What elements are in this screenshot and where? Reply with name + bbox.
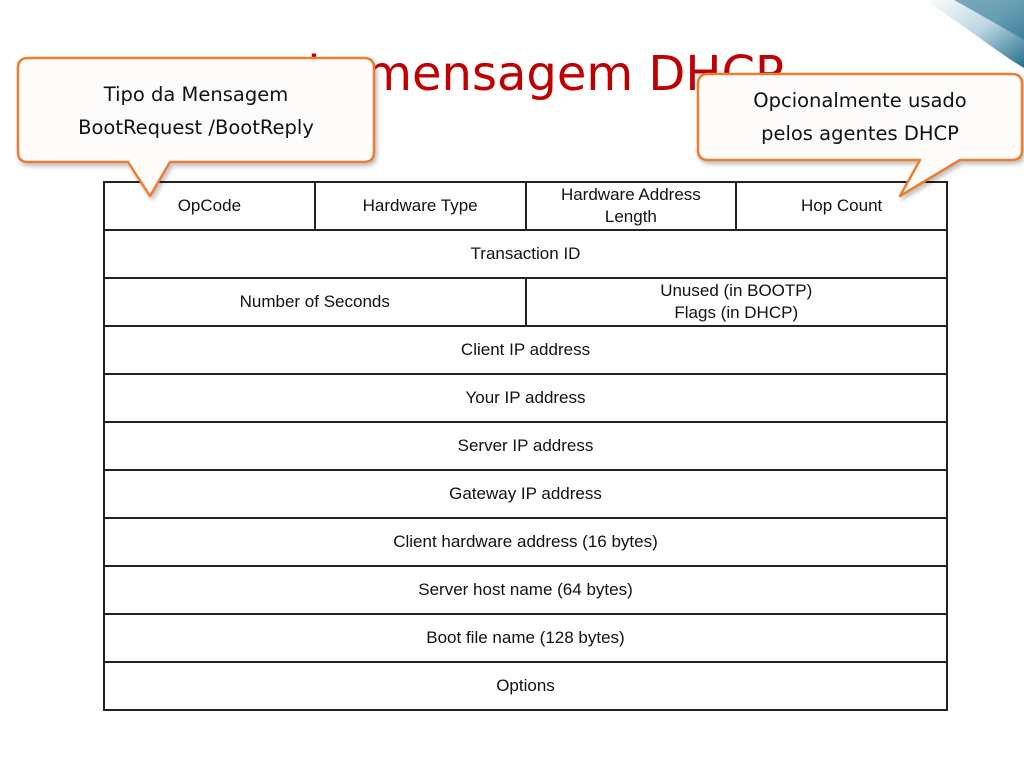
packet-row: Client hardware address (16 bytes) — [103, 517, 948, 567]
field-client-ip: Client IP address — [103, 325, 948, 375]
field-flags: Unused (in BOOTP) Flags (in DHCP) — [524, 277, 948, 327]
packet-row: Your IP address — [103, 373, 948, 423]
field-server-host-name: Server host name (64 bytes) — [103, 565, 948, 615]
corner-decoration — [924, 0, 1024, 68]
callout-right-text: Opcionalmente usado pelos agentes DHCP — [698, 84, 1022, 150]
field-gateway-ip: Gateway IP address — [103, 469, 948, 519]
dhcp-packet-table: OpCode Hardware Type Hardware Address Le… — [103, 181, 948, 711]
field-transaction-id: Transaction ID — [103, 229, 948, 279]
field-client-hardware-address: Client hardware address (16 bytes) — [103, 517, 948, 567]
packet-row: Gateway IP address — [103, 469, 948, 519]
packet-row: Server host name (64 bytes) — [103, 565, 948, 615]
packet-row: Options — [103, 661, 948, 711]
field-your-ip: Your IP address — [103, 373, 948, 423]
callout-left-text: Tipo da Mensagem BootRequest /BootReply — [18, 78, 374, 144]
packet-row: Boot file name (128 bytes) — [103, 613, 948, 663]
field-hardware-type: Hardware Type — [313, 181, 527, 231]
packet-row: Client IP address — [103, 325, 948, 375]
callout-right-line-2: pelos agentes DHCP — [761, 122, 959, 145]
packet-row: Number of Seconds Unused (in BOOTP) Flag… — [103, 277, 948, 327]
field-opcode: OpCode — [103, 181, 316, 231]
field-boot-file-name: Boot file name (128 bytes) — [103, 613, 948, 663]
field-options: Options — [103, 661, 948, 711]
callout-right-bubble — [696, 72, 1024, 198]
callout-left-bubble — [16, 56, 376, 198]
field-number-of-seconds: Number of Seconds — [103, 277, 527, 327]
callout-left-line-1: Tipo da Mensagem — [103, 83, 289, 106]
field-server-ip: Server IP address — [103, 421, 948, 471]
packet-row: Transaction ID — [103, 229, 948, 279]
callout-right-line-1: Opcionalmente usado — [753, 89, 967, 112]
packet-row: Server IP address — [103, 421, 948, 471]
callout-left-line-2: BootRequest /BootReply — [78, 116, 314, 139]
field-hardware-address-length: Hardware Address Length — [524, 181, 738, 231]
